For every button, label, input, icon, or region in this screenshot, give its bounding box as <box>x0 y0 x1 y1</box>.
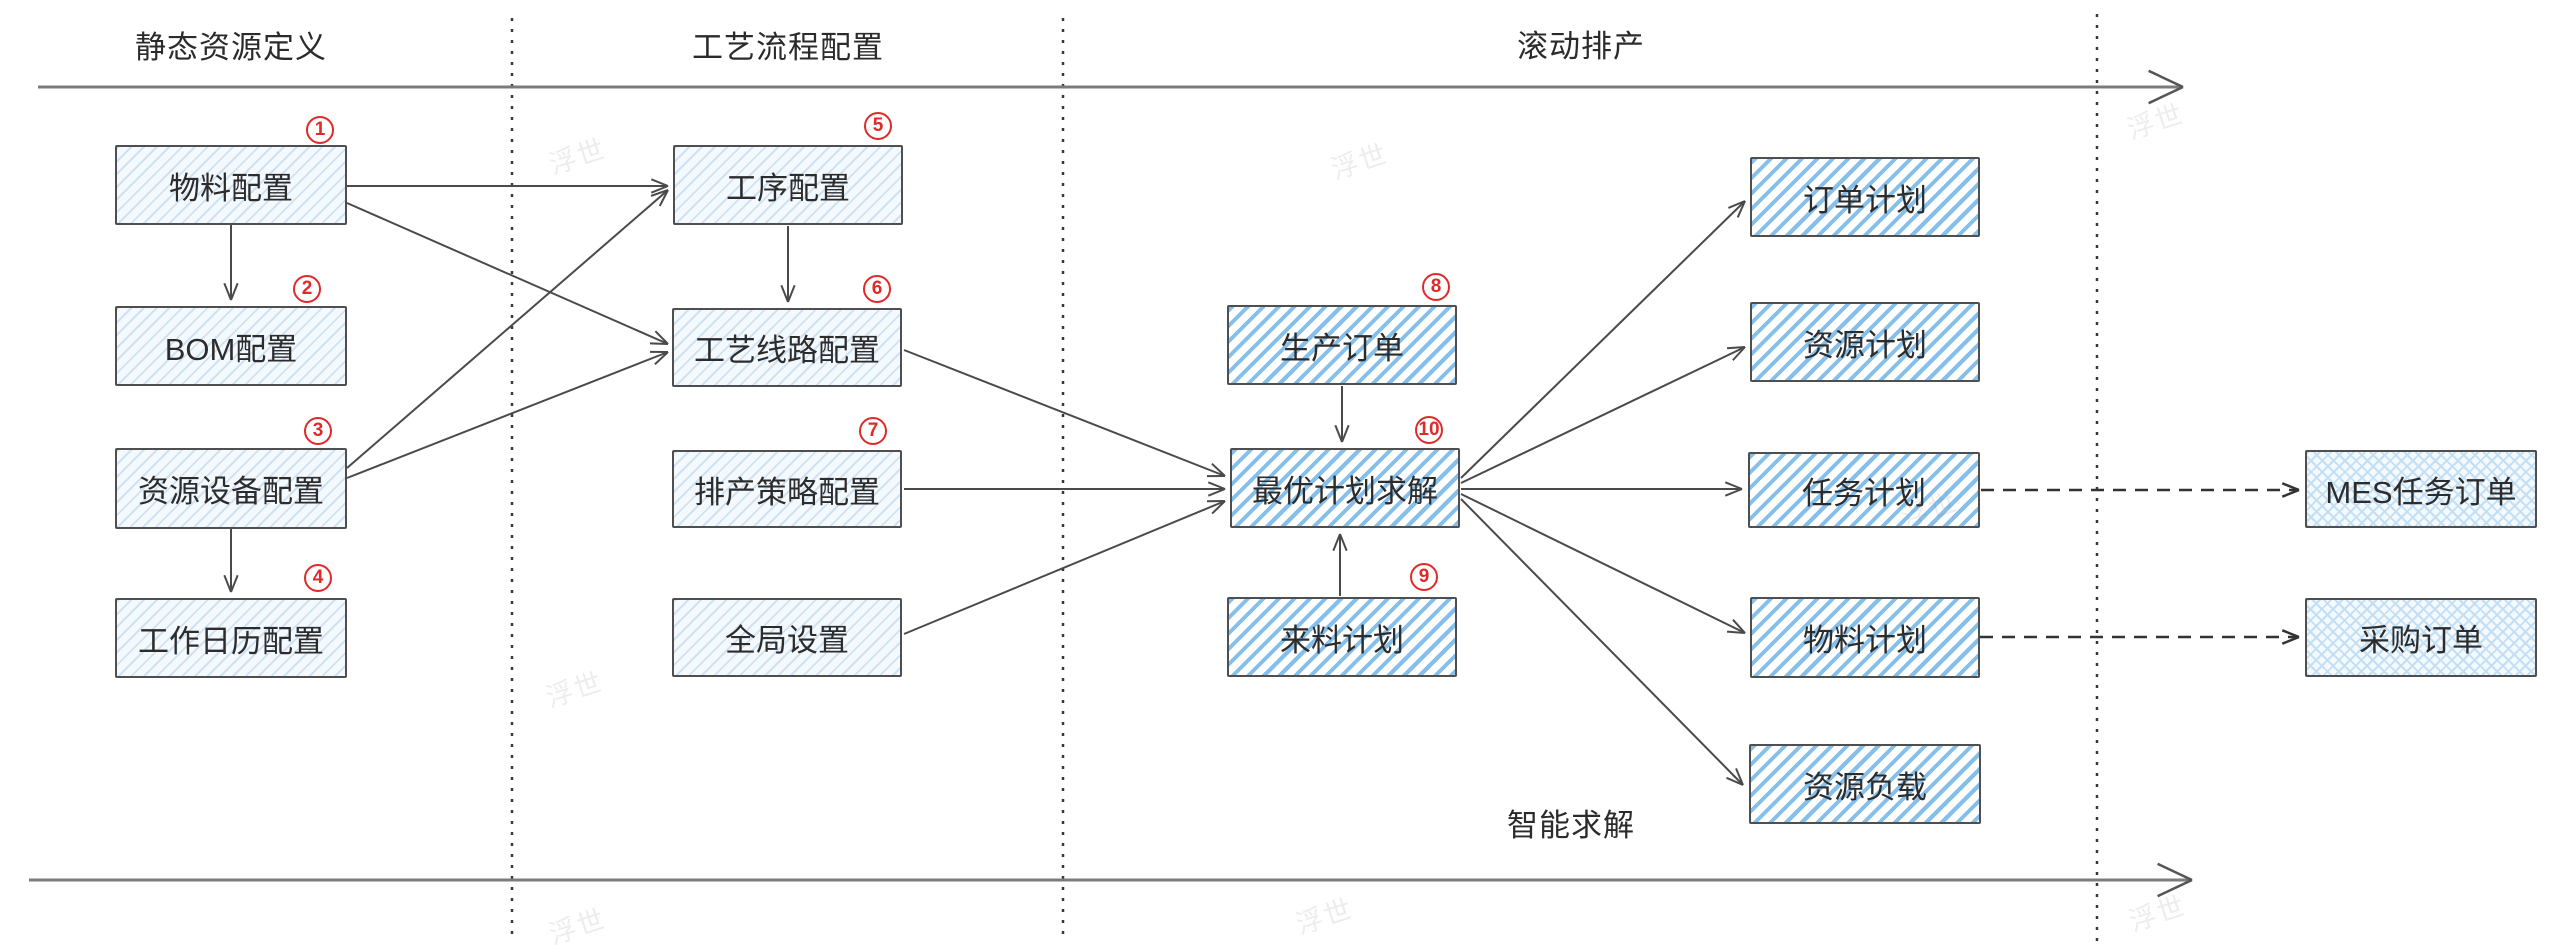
step-badge-3: 3 <box>304 417 332 445</box>
node-incoming-material-plan: 来料计划 <box>1227 597 1457 677</box>
step-badge-10: 10 <box>1415 416 1443 444</box>
node-label: 最优计划求解 <box>1252 473 1438 509</box>
edge-prodorder-to-solver-head <box>1341 424 1350 443</box>
node-label: 采购订单 <box>2359 623 2483 658</box>
edge-material-to-route-head <box>649 342 669 345</box>
edge-route-to-solver-head <box>1211 462 1226 477</box>
node-work-calendar-config: 工作日历配置 <box>115 598 347 678</box>
edge-solver-to-material-plan <box>1460 493 1746 634</box>
lane-header-process-flow: 工艺流程配置 <box>692 30 884 65</box>
edge-equip-to-route <box>346 351 669 479</box>
timeline-arrow-head <box>2148 69 2184 89</box>
edge-material-plan-to-purchase-head <box>2281 629 2300 639</box>
node-resource-equip-config: 资源设备配置 <box>115 448 347 529</box>
node-route-config: 工艺线路配置 <box>672 308 902 387</box>
edge-solver-to-task-plan-head <box>1724 488 1743 497</box>
node-mes-task-order: MES任务订单 <box>2305 450 2537 528</box>
edge-operation-to-route-head <box>787 284 796 303</box>
edge-equip-to-operation-head <box>658 189 669 207</box>
lane-header-static-resources: 静态资源定义 <box>135 30 327 65</box>
edge-operation-to-route-head <box>780 284 789 303</box>
edge-strategy-to-solver-head <box>1207 481 1226 490</box>
node-material-plan: 物料计划 <box>1750 597 1980 678</box>
edge-prodorder-to-solver-head <box>1334 424 1343 443</box>
node-operation-config: 工序配置 <box>673 145 903 225</box>
edge-solver-to-order-plan <box>1460 200 1746 479</box>
edge-solver-to-order-plan-head <box>1736 200 1746 218</box>
timeline-arrow-head <box>2157 862 2193 882</box>
edge-equip-to-calendar-head <box>230 574 239 593</box>
lane-header-rolling-scheduling: 滚动排产 <box>1517 29 1645 64</box>
edge-incoming-to-solver-head <box>1339 533 1348 552</box>
edge-material-to-bom-head <box>230 282 239 301</box>
edge-task-plan-to-mes-head <box>2281 488 2300 498</box>
node-resource-load: 资源负载 <box>1749 744 1981 824</box>
edge-solver-to-order-plan-head <box>1727 200 1746 209</box>
step-badge-4: 4 <box>304 564 332 592</box>
edge-solver-to-resource-load-head <box>1735 768 1744 786</box>
label-intelligent-solving: 智能求解 <box>1507 808 1635 843</box>
edge-solver-to-resource-load <box>1460 498 1744 786</box>
step-badge-7: 7 <box>859 417 887 445</box>
edge-material-to-operation-head <box>650 178 669 187</box>
node-optimal-plan-solver: 最优计划求解 <box>1230 448 1460 528</box>
edge-equip-to-operation <box>346 189 669 469</box>
node-bom-config: BOM配置 <box>115 306 347 386</box>
edge-global-to-solver <box>903 500 1226 635</box>
step-badge-8: 8 <box>1422 273 1450 301</box>
node-purchase-order: 采购订单 <box>2305 598 2537 677</box>
edge-solver-to-material-plan-head <box>1732 618 1746 634</box>
node-label: 资源计划 <box>1803 327 1927 363</box>
node-label: 工艺线路配置 <box>694 333 880 368</box>
step-badge-1: 1 <box>306 116 334 144</box>
node-label: 工序配置 <box>726 170 850 206</box>
node-production-order: 生产订单 <box>1227 305 1457 385</box>
edge-incoming-to-solver-head <box>1332 533 1341 552</box>
node-label: 资源负载 <box>1803 769 1927 805</box>
node-task-plan: 任务计划 <box>1748 452 1980 528</box>
edge-global-to-solver-head <box>1211 500 1226 515</box>
step-badge-5: 5 <box>864 112 892 140</box>
node-label: MES任务订单 <box>2325 474 2517 510</box>
step-badge-9: 9 <box>1410 563 1438 591</box>
node-label: 物料配置 <box>169 170 293 206</box>
edge-route-to-solver <box>903 349 1226 477</box>
edge-material-to-bom-head <box>223 282 232 301</box>
node-label: BOM配置 <box>164 331 298 367</box>
node-resource-plan: 资源计划 <box>1750 302 1980 382</box>
edge-material-to-route <box>346 202 669 345</box>
node-label: 工作日历配置 <box>138 623 324 659</box>
node-strategy-config: 排产策略配置 <box>672 450 902 528</box>
edge-solver-to-resource-plan <box>1460 346 1746 484</box>
node-order-plan: 订单计划 <box>1750 157 1980 237</box>
node-label: 排产策略配置 <box>694 474 880 510</box>
edge-solver-to-resource-plan-head <box>1726 346 1746 350</box>
node-label: 全局设置 <box>725 623 849 658</box>
step-badge-6: 6 <box>863 275 891 303</box>
node-material-config: 物料配置 <box>115 145 347 225</box>
edge-solver-to-resource-load-head <box>1726 776 1744 786</box>
edge-solver-to-material-plan-head <box>1726 630 1746 634</box>
edge-material-plan-to-purchase-head <box>2281 635 2300 645</box>
node-label: 来料计划 <box>1280 622 1404 658</box>
edge-equip-to-calendar-head <box>223 574 232 593</box>
node-label: 物料计划 <box>1803 623 1927 658</box>
timeline-arrow-head <box>2148 85 2184 105</box>
edge-task-plan-to-mes-head <box>2281 482 2300 492</box>
edge-equip-to-route-head <box>654 351 669 366</box>
node-label: 生产订单 <box>1280 330 1404 366</box>
node-label: 订单计划 <box>1803 182 1927 218</box>
edge-solver-to-task-plan-head <box>1724 481 1743 490</box>
node-label: 资源设备配置 <box>138 474 324 509</box>
node-global-settings: 全局设置 <box>672 598 902 677</box>
node-label: 任务计划 <box>1802 475 1926 511</box>
edge-strategy-to-solver-head <box>1207 488 1226 497</box>
edge-material-to-operation-head <box>650 185 669 194</box>
edge-equip-to-operation-head <box>650 189 669 197</box>
edge-solver-to-resource-plan-head <box>1732 346 1746 361</box>
edge-material-to-route-head <box>654 330 669 345</box>
timeline-arrow-head <box>2157 878 2193 898</box>
step-badge-2: 2 <box>293 275 321 303</box>
